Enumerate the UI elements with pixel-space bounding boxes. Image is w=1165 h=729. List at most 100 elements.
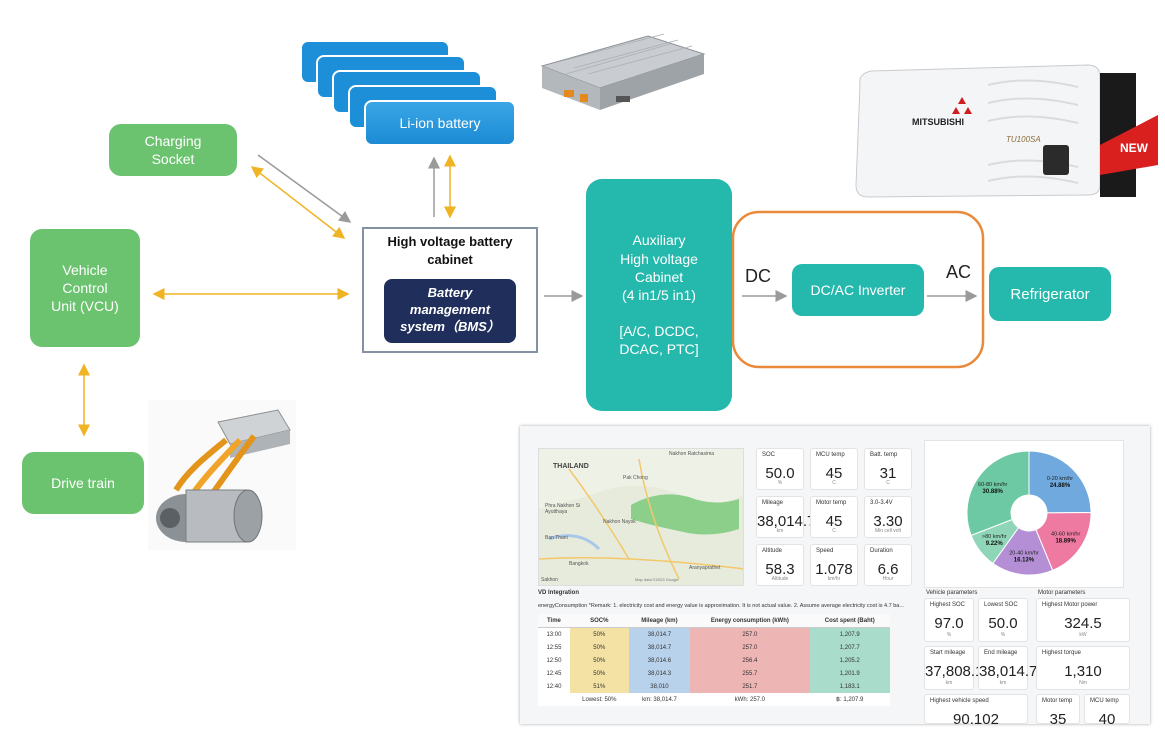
kpi-unit: Altitude [771, 576, 789, 582]
table-cell: 12:50 [546, 657, 562, 664]
table-cell: 50% [569, 667, 629, 680]
param-unit: km [999, 680, 1007, 686]
param-title: Highest SOC [930, 602, 966, 608]
dc-label: DC [745, 266, 771, 286]
inverter-highlight-frame [731, 210, 985, 369]
param-title: Motor temp [1042, 698, 1073, 704]
drive-motor-illustration [148, 400, 296, 550]
remark-text: energyConsumption *Remark: 1. electricit… [538, 603, 904, 609]
map-place-label: Sakhon [541, 577, 558, 583]
kpi-title: Duration [870, 548, 893, 554]
pie-slice-percent: 18.89% [1055, 538, 1076, 544]
map-place-label: Ban Thani [545, 535, 568, 541]
map-place-label: Phra Nakhon Si Ayutthaya [545, 503, 581, 515]
brand-logo-text: MITSUBISHI [912, 117, 965, 127]
telematics-dashboard: THAILAND Nakhon Ratchasima Pak Chong Phr… [520, 426, 1150, 728]
motor-param-tile: MCU temp 40 [1084, 694, 1130, 728]
refrigeration-unit-photo: MITSUBISHI TU100SA NEW [838, 55, 1158, 205]
param-value: 50.0 [988, 615, 1018, 632]
pie-slice[interactable] [1035, 512, 1092, 571]
energy-table: Time SOC% Mileage (km) Energy consumptio… [538, 614, 890, 706]
column-header[interactable]: Time [538, 614, 570, 628]
map-attribution: Map data ©2023 Google [635, 577, 679, 582]
param-title: Highest Motor power [1042, 602, 1098, 608]
kpi-value: 38,014.7 [757, 513, 816, 530]
pie-slice[interactable] [966, 450, 1030, 537]
param-value: 40 [1098, 711, 1116, 728]
table-cell: 256.4 [690, 654, 810, 667]
column-header[interactable]: Cost spent (Baht) [809, 614, 890, 628]
pie-slice-label: 0-20 km/hr [1047, 476, 1073, 482]
integration-title: VD Integration [538, 590, 580, 596]
map-place-label: Bangkok [569, 561, 589, 567]
pie-slice-percent: 16.13% [1014, 558, 1035, 564]
kpi-title: Altitude [762, 548, 783, 554]
kpi-title: SOC [762, 452, 776, 458]
map-place-label: Nakhon Nayok [603, 519, 636, 525]
column-header[interactable]: Mileage (km) [628, 614, 691, 628]
map-terrain [539, 458, 743, 585]
column-header[interactable]: Energy consumption (kWh) [690, 614, 810, 628]
pie-slice-label: 40-60 km/hr [1051, 531, 1081, 537]
map-place-label: Pak Chong [623, 475, 648, 481]
motor-params-title: Motor parameters [1038, 590, 1086, 596]
arrow-socket-cabinet-bidir [250, 166, 346, 239]
refrigeration-unit-illustration [855, 64, 1158, 198]
table-cell: 12:55 [546, 644, 562, 651]
kpi-value: 1.078 [815, 561, 853, 578]
table-cell: 1,201.9 [809, 667, 890, 680]
pie-slice[interactable] [1028, 450, 1092, 514]
param-value: 97.0 [934, 615, 964, 632]
li-ion-battery-block: Li-ion battery [364, 100, 516, 146]
map-place-label: Aranyaprathet [689, 565, 721, 571]
param-value: 38,014.7 [979, 663, 1038, 680]
param-value: 90.102 [953, 711, 999, 728]
table-cell: 38,010 [628, 680, 691, 693]
table-cell: 38,014.3 [628, 667, 691, 680]
table-cell: 38,014.7 [628, 627, 691, 641]
pie-slice-percent: 30.88% [983, 489, 1004, 495]
param-unit: % [946, 632, 952, 638]
kpi-value: 58.3 [765, 561, 795, 578]
param-unit: km [945, 680, 953, 686]
table-cell: 1,207.7 [809, 641, 890, 654]
param-unit: kW [1079, 632, 1087, 638]
table-cell: 257.0 [690, 627, 810, 641]
table-cell: 38,014.7 [628, 641, 691, 654]
ac-label: AC [946, 262, 972, 282]
param-title: End mileage [984, 650, 1018, 656]
dashboard-map[interactable]: THAILAND Nakhon Ratchasima Pak Chong Phr… [538, 448, 744, 586]
table-cell: 12:40 [546, 683, 562, 690]
model-label: TU100SA [1006, 135, 1041, 144]
kpi-title: Batt. temp [870, 452, 898, 458]
param-title: Lowest SOC [984, 602, 1018, 608]
refrigerator-block: Refrigerator [989, 267, 1111, 321]
pie-slice-percent: 9.22% [986, 541, 1004, 547]
column-header[interactable]: SOC% [569, 614, 629, 628]
auxiliary-hv-cabinet: Auxiliary High voltage Cabinet (4 in1/5 … [586, 179, 732, 411]
kpi-unit: Min cell volt [874, 528, 902, 534]
param-title: MCU temp [1090, 698, 1119, 704]
footer-cell: ฿: 1,207.9 [836, 697, 864, 703]
table-header-row: Time SOC% Mileage (km) Energy consumptio… [538, 614, 890, 628]
kpi-unit: C [832, 480, 836, 486]
map-place-label: Nakhon Ratchasima [669, 451, 715, 457]
kpi-value: 45 [825, 513, 843, 530]
param-value: 35 [1049, 711, 1067, 728]
